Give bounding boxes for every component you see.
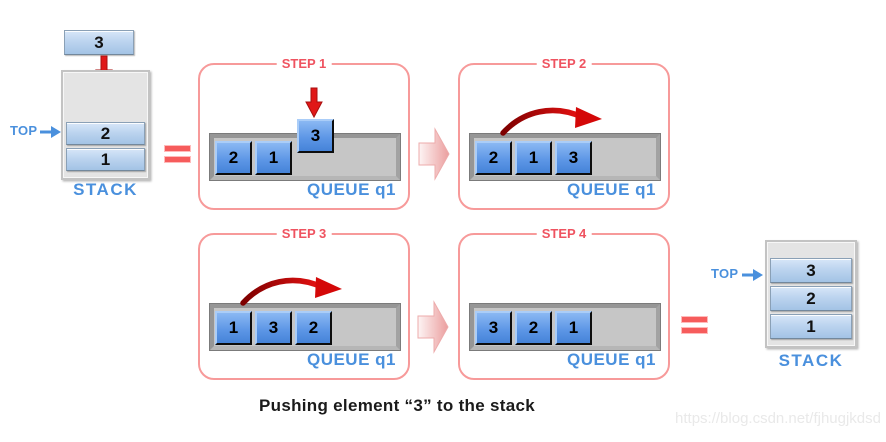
queue-label: QUEUE q1 [566, 350, 656, 369]
step-title: STEP 4 [536, 226, 592, 241]
top-pointer-arrow-icon [742, 269, 763, 281]
queue-item: 2 [475, 141, 512, 175]
queue-label: QUEUE q1 [566, 180, 656, 199]
queue-item: 2 [215, 141, 252, 175]
next-step-arrow-icon [418, 127, 450, 181]
right-stack-caption: STACK [778, 351, 844, 370]
queue-item: 3 [255, 311, 292, 345]
diagram-caption: Pushing element “3” to the stack [259, 396, 535, 415]
right-top-label: TOP [711, 266, 739, 281]
step-title: STEP 2 [536, 56, 592, 71]
watermark-text: https://blog.csdn.net/fjhugjkdsd [675, 410, 881, 427]
equals-icon [164, 145, 191, 163]
rotate-arrow-icon [500, 107, 602, 136]
queue-item: 1 [515, 141, 552, 175]
step-panel-3: STEP 3 1 3 2 QUEUE q1 [198, 226, 410, 380]
step-panel-1: STEP 1 2 1 3 QUEUE q1 [198, 56, 410, 210]
queue-item: 3 [555, 141, 592, 175]
queue-item: 1 [215, 311, 252, 345]
queue-item: 1 [555, 311, 592, 345]
step-panel-4: STEP 4 3 2 1 QUEUE q1 [458, 226, 670, 380]
step-title: STEP 3 [276, 226, 332, 241]
queue-item: 3 [475, 311, 512, 345]
right-stack-item: 1 [770, 314, 852, 339]
left-stack-item: 1 [66, 148, 145, 171]
equals-icon [681, 316, 708, 334]
left-stack-caption: STACK [73, 180, 138, 199]
queue-item: 2 [295, 311, 332, 345]
queue-incoming-item: 3 [297, 119, 334, 153]
right-stack-item: 2 [770, 286, 852, 311]
queue-label: QUEUE q1 [306, 180, 396, 199]
left-stack-item: 2 [66, 122, 145, 145]
queue-item: 2 [515, 311, 552, 345]
step-panel-2: STEP 2 2 1 3 QUEUE q1 [458, 56, 670, 210]
right-stack-item: 3 [770, 258, 852, 283]
push-down-arrow-icon [305, 87, 323, 119]
left-top-label: TOP [10, 123, 38, 138]
step-title: STEP 1 [276, 56, 332, 71]
queue-label: QUEUE q1 [306, 350, 396, 369]
queue-item: 1 [255, 141, 292, 175]
next-step-arrow-icon [417, 300, 449, 354]
left-stack-incoming-box: 3 [64, 30, 134, 55]
rotate-arrow-icon [240, 277, 342, 306]
top-pointer-arrow-icon [40, 126, 61, 138]
